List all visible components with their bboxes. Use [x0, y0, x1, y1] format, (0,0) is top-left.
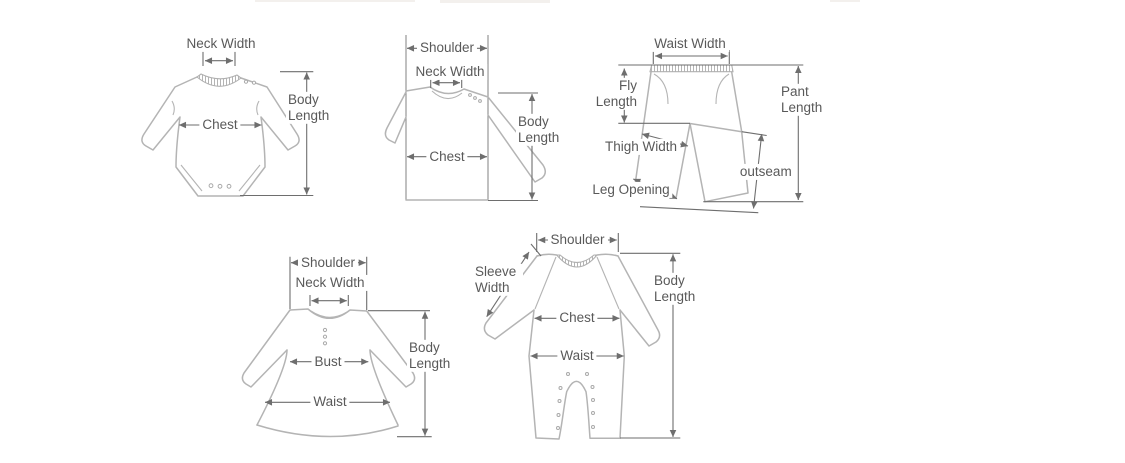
pants-waist-width-label: Waist Width — [651, 35, 729, 53]
romper-inseam-snap — [591, 425, 595, 429]
romper-inseam-snap — [558, 386, 563, 390]
dress-placket-button — [322, 341, 328, 346]
top-side-extension-lines — [405, 35, 489, 200]
romper-diagram: Shoulder Sleeve Width Chest Waist Body L… — [465, 225, 710, 450]
bodysuit-chest-label: Chest — [199, 116, 241, 133]
romper-inseam-snap — [590, 385, 595, 389]
bodysuit-underarm-seams — [171, 100, 260, 116]
romper-outline — [483, 253, 661, 440]
bodysuit-leg-binding — [180, 164, 261, 192]
romper-body-length-label: Body Length — [652, 272, 702, 306]
dress-placket-button — [322, 327, 328, 333]
romper-sleeve-width-label: Sleeve Width — [473, 263, 523, 297]
bodysuit-crotch-snap — [208, 183, 214, 189]
bodysuit-drawing — [141, 50, 314, 197]
bodysuit-outline — [141, 73, 300, 197]
dress-waist-label: Waist — [310, 393, 350, 411]
pants-leg-opening-label: Leg Opening — [589, 181, 673, 199]
top-diagram: Shoulder Neck Width Chest Body Length — [380, 30, 600, 215]
top-shoulder-label: Shoulder — [416, 39, 478, 57]
dress-bust-label: Bust — [311, 353, 345, 370]
top-shoulder-button — [473, 96, 477, 100]
bodysuit-shoulder-button — [243, 79, 249, 84]
dress-shoulder-label: Shoulder — [297, 254, 359, 271]
dress-neck-width-label: Neck Width — [292, 274, 368, 291]
romper-shoulder-label: Shoulder — [547, 231, 608, 249]
dress-body-length-label: Body Length — [407, 339, 457, 372]
romper-left-sleeve — [483, 255, 538, 340]
pants-ribbed-waistband — [649, 64, 734, 73]
pants-fly-length-label: Fly Length — [589, 77, 639, 110]
romper-inseam-snap — [556, 426, 560, 430]
bodysuit-ribbed-collar — [196, 73, 242, 87]
romper-inseam-snap — [566, 372, 570, 376]
top-body-length-label: Body Length — [516, 113, 566, 146]
bodysuit-body-length-label: Body Length — [286, 91, 336, 124]
top-shoulder-button — [468, 93, 472, 97]
romper-inseam-snap — [585, 372, 589, 376]
pants-left-pocket — [653, 73, 669, 105]
top-shoulder-button — [478, 99, 482, 103]
bodysuit-shoulder-button — [251, 80, 257, 85]
bodysuit-crotch-snap — [226, 183, 232, 189]
cropped-edge-artifact-3 — [830, 0, 860, 2]
cropped-edge-artifact-1 — [255, 0, 415, 2]
romper-waist-label: Waist — [557, 347, 597, 365]
pants-right-pocket — [715, 73, 730, 105]
bodysuit-crotch-snap — [217, 183, 223, 189]
romper-inseam-snap — [556, 413, 561, 417]
romper-inseam-snap — [591, 411, 595, 415]
bodysuit-diagram: Neck Width Chest Body Length — [135, 30, 340, 225]
pants-diagram: Waist Width Fly Length Thigh Width Leg O… — [589, 30, 835, 220]
dress-outline — [241, 308, 416, 438]
top-drawing — [384, 35, 546, 202]
top-neck-width-label: Neck Width — [412, 63, 488, 81]
dress-diagram: Shoulder Neck Width Bust Waist Body Leng… — [235, 245, 460, 445]
dress-left-sleeve — [241, 309, 291, 388]
romper-right-sleeve — [617, 255, 661, 347]
pants-thigh-width-label: Thigh Width — [601, 138, 681, 155]
dress-right-sleeve — [365, 310, 416, 388]
romper-inseam-snap — [591, 398, 595, 402]
top-outline — [384, 35, 546, 201]
romper-chest-label: Chest — [556, 309, 598, 327]
dress-hem — [256, 424, 399, 438]
romper-body-and-legs — [528, 309, 626, 440]
cropped-edge-artifact-2 — [440, 0, 550, 3]
romper-drawing — [483, 233, 681, 440]
dress-placket-button — [322, 334, 328, 339]
romper-ribbed-collar — [555, 254, 599, 268]
romper-raglan-seams — [534, 256, 620, 310]
romper-inseam-snap — [557, 399, 562, 403]
top-right-sleeve — [487, 96, 546, 183]
pants-outseam-label: outseam — [736, 163, 795, 181]
top-neck-band — [431, 90, 463, 100]
bodysuit-neck-width-label: Neck Width — [183, 35, 259, 53]
top-chest-label: Chest — [426, 148, 468, 165]
top-left-sleeve — [384, 91, 407, 144]
dress-neck-band — [310, 310, 348, 318]
dress-bodice-sides — [256, 349, 399, 426]
pants-pant-length-label: Pant Length — [779, 83, 829, 117]
